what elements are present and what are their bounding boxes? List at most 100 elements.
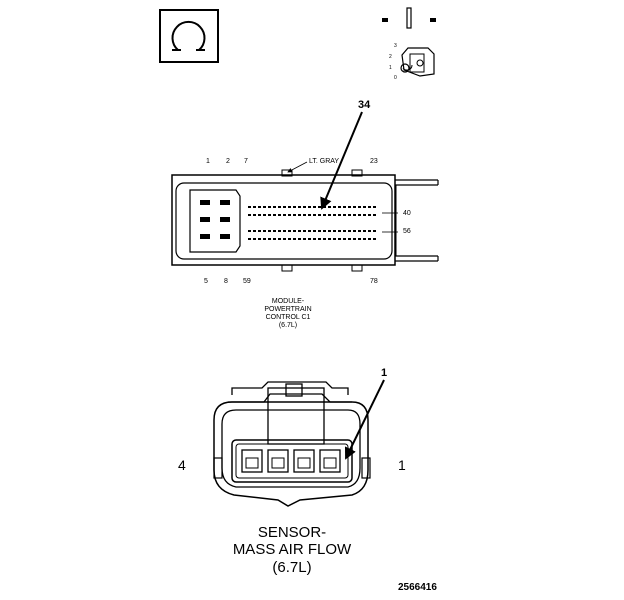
pcm-pin-cavity [353,230,356,232]
pcm-pin-cavity [263,230,266,232]
pcm-pin-cavity [273,238,276,240]
pcm-pin-cavity [293,238,296,240]
pcm-pin-cavity [343,214,346,216]
pcm-pin-cavity [278,206,281,208]
pcm-pin-cavity [353,206,356,208]
pcm-pin-cavity [253,206,256,208]
pcm-pin-cavity [318,214,321,216]
pcm-pin-cavity [288,230,291,232]
maf-title-line: SENSOR- [257,524,327,541]
terminal-key-icon [382,7,436,77]
pcm-pin-cavity [248,214,251,216]
pcm-pin-cavity [308,238,311,240]
pcm-caption-line: POWERTRAIN [264,306,312,314]
pcm-pin-cavity [293,230,296,232]
pcm-pin-cavity [333,230,336,232]
pcm-c1-connector [171,111,439,272]
pcm-pin-cavity [353,214,356,216]
pcm-pin-cavity [303,230,306,232]
pcm-pin-cavity [298,238,301,240]
pcm-pin-cavity [298,214,301,216]
pcm-pin-cavity [263,206,266,208]
pcm-pin-cavity [343,206,346,208]
pin-40-label: 40 [403,210,411,217]
pcm-pin-cavity [348,206,351,208]
pcm-pin-cavity [373,230,376,232]
pcm-pin-cavity [283,238,286,240]
pcm-pin-cavity [298,206,301,208]
pcm-pin-cavity [258,206,261,208]
maf-title: SENSOR- MASS AIR FLOW (6.7L) [212,524,372,576]
pcm-pin-cavity [343,230,346,232]
maf-terminal-cavity [241,449,263,473]
pcm-pin-cavity [273,230,276,232]
pcm-pin-cavity [248,238,251,240]
key-pin-2: 2 [389,54,392,60]
pcm-pin-cavity [298,230,301,232]
pcm-pin-cavity [303,238,306,240]
pcm-pin-cavity [368,214,371,216]
pcm-pin-cavity [258,238,261,240]
pcm-pin-cavity [283,230,286,232]
key-pin-1: 1 [389,65,392,71]
pcm-pin-cavity [363,230,366,232]
pcm-pin-cavity [368,238,371,240]
pcm-pin-cavity [368,206,371,208]
maf-terminal-cavity [267,449,289,473]
pcm-pin-cavity [248,206,251,208]
pcm-pin-cavity [278,238,281,240]
top-pin-7: 7 [244,158,248,165]
pcm-pin-cavity [358,238,361,240]
pcm-pin-cavity [318,206,321,208]
pcm-pin-cavity [293,206,296,208]
key-pin-0: 0 [394,75,397,81]
pcm-pin-cavity [288,206,291,208]
bottom-pin-78: 78 [370,278,378,285]
pcm-pin-cavity [363,214,366,216]
pcm-pin-cavity [338,214,341,216]
pcm-pin-cavity [308,206,311,208]
pcm-pin-cavity [258,230,261,232]
pcm-pin-cavity [328,238,331,240]
maf-terminal-cavity [319,449,341,473]
pcm-pin-cavity [253,238,256,240]
pcm-pin-cavity [313,206,316,208]
pcm-pin-cavity [283,206,286,208]
pcm-pin-cavity [333,214,336,216]
pcm-pin-cavity [348,238,351,240]
pcm-pin-cavity [313,230,316,232]
pcm-pin-cavity [328,230,331,232]
bottom-pin-5: 5 [204,278,208,285]
pcm-pin-cavity [318,238,321,240]
bottom-pin-59: 59 [243,278,251,285]
pcm-pin-cavity [338,206,341,208]
pcm-caption-line: CONTROL C1 [265,314,311,322]
lt-gray-label: LT. GRAY [309,158,340,165]
pcm-pin-cavity [278,230,281,232]
pcm-pin-cavity [373,214,376,216]
pcm-pin-cavity [253,230,256,232]
pcm-pin-cavity [338,230,341,232]
pcm-pin-cavity [288,214,291,216]
pcm-pin-cavity [333,238,336,240]
pcm-pin-cavity [308,214,311,216]
maf-terminal-cavity [293,449,315,473]
bottom-pin-8: 8 [224,278,228,285]
maf-pin-1-label: 1 [398,457,406,473]
pin-56-label: 56 [403,228,411,235]
pcm-pin-cavity [368,230,371,232]
pcm-pin-cavity [363,206,366,208]
pcm-pin-cavity [343,238,346,240]
pcm-pin-cavity [308,230,311,232]
pcm-pin-cavity [293,214,296,216]
top-pin-23: 23 [370,158,378,165]
pcm-pin-cavity [248,230,251,232]
pcm-pin-cavity [373,206,376,208]
pcm-pin-cavity [268,230,271,232]
pcm-pin-cavity [283,214,286,216]
pcm-pin-cavity [263,238,266,240]
pcm-pin-cavity [263,214,266,216]
pcm-pin-cavity [278,214,281,216]
pcm-pin-cavity [268,206,271,208]
omega-symbol-box [159,9,219,63]
